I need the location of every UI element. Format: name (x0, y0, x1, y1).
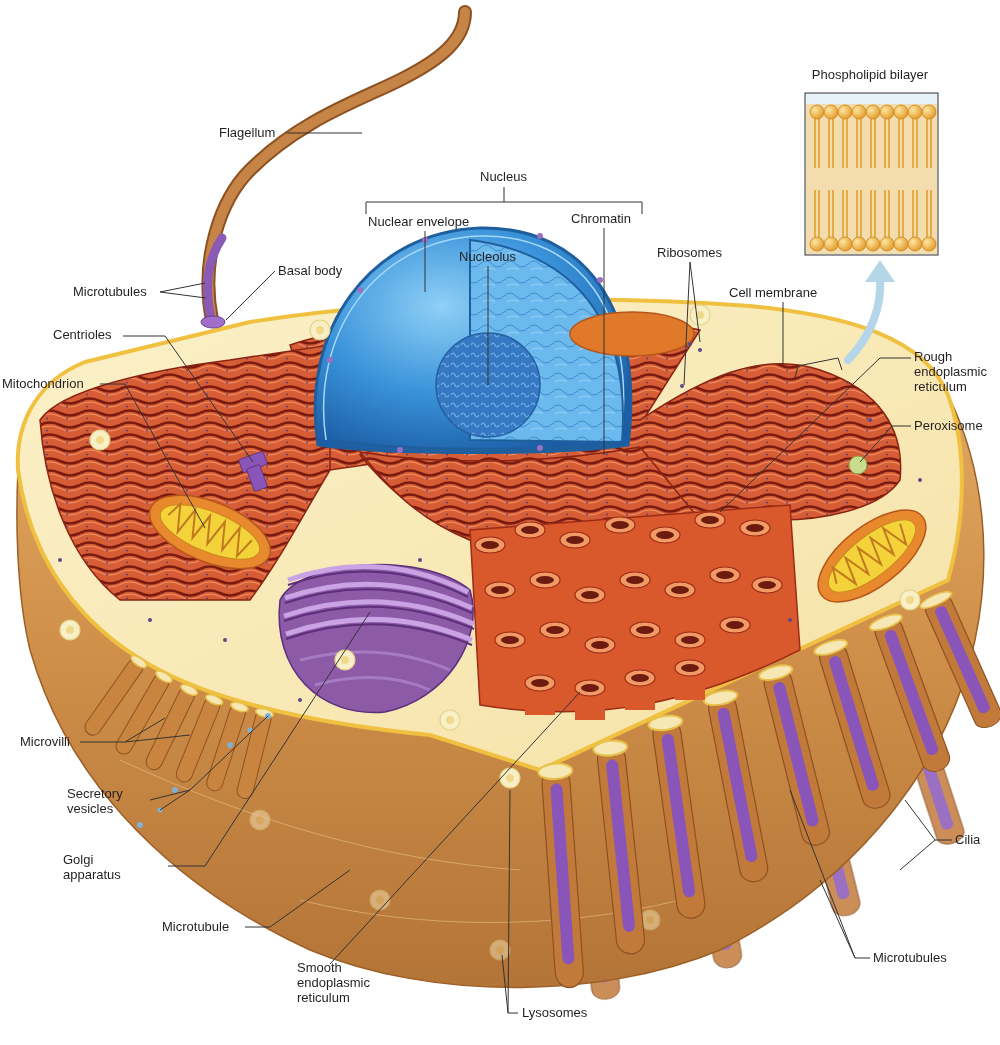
part-label: Centrioles (53, 327, 112, 342)
inset-box: Phospholipid bilayer (795, 67, 945, 259)
part-label: Microvilli (20, 734, 70, 749)
er-tube (695, 512, 725, 552)
smooth-er (470, 505, 800, 720)
cilium (648, 714, 710, 921)
er-tube (625, 670, 655, 710)
er-tube (560, 532, 590, 572)
mitochondrion (139, 480, 280, 584)
inset-heading: Phospholipid bilayer (795, 67, 945, 82)
vesicle (900, 590, 920, 610)
vesicle (690, 305, 710, 325)
body-fibers (120, 760, 680, 923)
lysosome (500, 768, 520, 788)
vesicles (60, 305, 920, 788)
flagellum (201, 12, 465, 328)
cilium (813, 637, 896, 813)
vesicle (60, 620, 80, 640)
er-tube (485, 582, 515, 622)
organelle-oval (570, 312, 694, 356)
er-tube (540, 622, 570, 662)
peroxisome (849, 456, 867, 474)
microvillus (234, 707, 274, 801)
part-label: Golgi apparatus (63, 852, 141, 882)
er-tube (650, 527, 680, 567)
er-tube (575, 587, 605, 627)
part-label: Microtubule (162, 919, 229, 934)
nuclear-pores (327, 233, 603, 453)
er-tube (585, 637, 615, 677)
secretory-vesicles (137, 713, 271, 828)
er-tube (530, 572, 560, 612)
leader-lines (80, 133, 952, 1013)
bilayer-inset (805, 93, 938, 255)
part-label: Secretory vesicles (67, 786, 145, 816)
part-label: Ribosomes (657, 245, 722, 260)
vesicle (250, 810, 270, 830)
microvilli (81, 653, 274, 800)
part-label: Nucleus (480, 169, 527, 184)
cilium (593, 739, 649, 956)
er-tube (630, 622, 660, 662)
cytoplasm-surface (18, 299, 962, 770)
er-tube (710, 567, 740, 607)
cilium (918, 589, 1000, 733)
mitochondrion (803, 493, 941, 619)
centrioles (238, 451, 267, 492)
er-tube (515, 522, 545, 562)
lipid-heads (810, 105, 936, 251)
lipid-tails (815, 118, 931, 238)
er-tube (740, 520, 770, 560)
vesicle (90, 430, 110, 450)
part-label: Chromatin (571, 211, 631, 226)
cilium (703, 688, 773, 885)
part-label: Microtubules (873, 950, 947, 965)
part-label: Mitochondrion (2, 376, 84, 391)
vesicle (335, 650, 355, 670)
cilium (758, 662, 835, 848)
er-tube (475, 537, 505, 577)
er-tube (525, 675, 555, 715)
cilium (538, 762, 588, 988)
golgi-apparatus (279, 565, 474, 713)
er-tube (495, 632, 525, 672)
er-tube (575, 680, 605, 720)
vesicle (310, 320, 330, 340)
er-tube (752, 577, 782, 617)
part-label: Basal body (278, 263, 342, 278)
er-tube (675, 660, 705, 700)
er-tube (620, 572, 650, 612)
part-label: Cell membrane (729, 285, 817, 300)
er-tube (605, 517, 635, 557)
part-label: Flagellum (219, 125, 275, 140)
part-label: Lysosomes (522, 1005, 587, 1020)
part-label: Microtubules (73, 284, 147, 299)
cell-body (17, 299, 984, 987)
part-label: Rough endoplasmic reticulum (914, 349, 998, 394)
part-label: Nuclear envelope (368, 214, 469, 229)
part-label: Cilia (955, 832, 980, 847)
er-tube (665, 582, 695, 622)
zoom-arrow (848, 260, 895, 360)
vesicle (440, 710, 460, 730)
er-tube (720, 617, 750, 657)
part-label: Nucleolus (459, 249, 516, 264)
ribosomes (58, 342, 922, 702)
part-label: Smooth endoplasmic reticulum (297, 960, 381, 1005)
vesicle (370, 890, 390, 910)
part-label: Peroxisome (914, 418, 983, 433)
lysosome (490, 940, 510, 960)
